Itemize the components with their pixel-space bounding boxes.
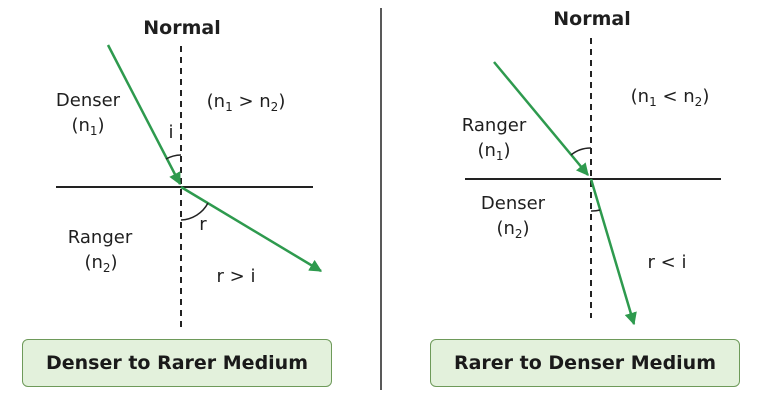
left-refracted-angle-label: r bbox=[199, 214, 207, 235]
left-bottom-index: (n2) bbox=[84, 252, 117, 275]
right-incident-angle-arc bbox=[570, 147, 592, 156]
right-incident-ray bbox=[493, 61, 589, 176]
left-angle-relation: r > i bbox=[217, 266, 256, 287]
left-top-medium: Denser bbox=[56, 90, 121, 111]
right-bottom-index: (n2) bbox=[496, 218, 529, 241]
right-caption: Rarer to Denser Medium bbox=[430, 339, 740, 387]
right-top-medium: Ranger bbox=[462, 115, 527, 136]
left-bottom-medium: Ranger bbox=[68, 227, 133, 248]
left-refracted-ray bbox=[180, 185, 323, 273]
right-normal-label: Normal bbox=[553, 8, 630, 30]
right-bottom-medium: Denser bbox=[481, 193, 546, 214]
right-angle-relation: r < i bbox=[648, 252, 687, 273]
left-incident-angle-label: i bbox=[168, 122, 173, 143]
left-incident-angle-arc bbox=[165, 154, 182, 160]
right-refracted-ray bbox=[589, 178, 637, 326]
right-panel: Normal (n1 < n2) Ranger (n1) Denser (n2)… bbox=[462, 8, 721, 326]
left-top-index: (n1) bbox=[71, 115, 104, 138]
left-incident-ray bbox=[106, 44, 182, 186]
left-panel: Normal Denser (n1) (n1 > n2) i r Ranger … bbox=[56, 17, 323, 330]
left-refracted-angle-arc bbox=[180, 202, 209, 221]
right-refracted-angle-arc bbox=[590, 209, 601, 212]
left-normal-label: Normal bbox=[143, 17, 220, 39]
left-relation: (n1 > n2) bbox=[207, 91, 286, 114]
right-top-index: (n1) bbox=[477, 140, 510, 163]
left-caption: Denser to Rarer Medium bbox=[22, 339, 332, 387]
right-relation: (n1 < n2) bbox=[631, 86, 710, 109]
